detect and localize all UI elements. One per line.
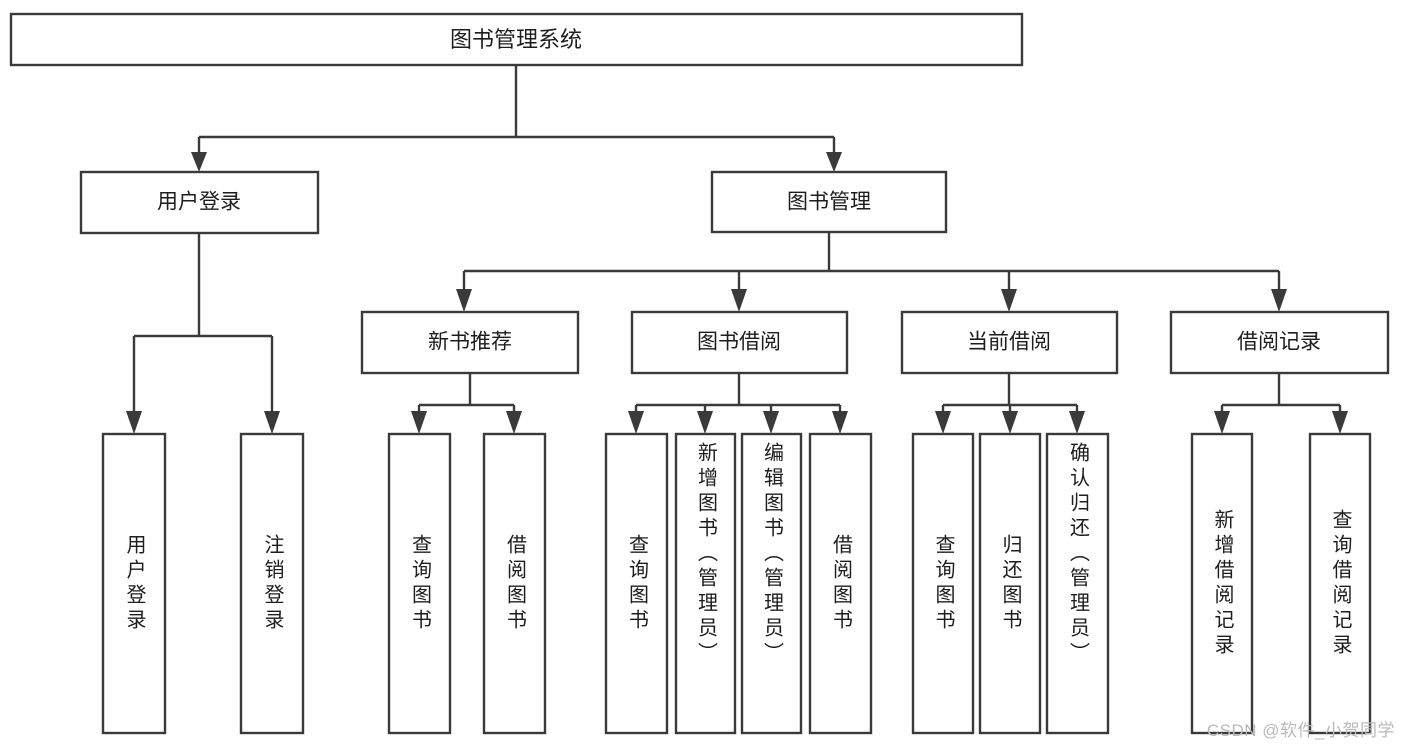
node-current-borrow-label: 当前借阅 [967, 331, 1051, 354]
leaf-book-borrow-2[interactable] [674, 432, 737, 735]
node-borrow-record-label: 借阅记录 [1237, 331, 1321, 354]
node-borrow-record[interactable]: 借阅记录 [1169, 310, 1390, 375]
arrow-current-borrow-leaf-1 [935, 411, 951, 434]
leaf-borrow-record-1[interactable] [1190, 432, 1254, 735]
node-book-management[interactable]: 图书管理 [710, 170, 948, 234]
csdn-watermark: CSDN @软件_小贺同学 [1206, 721, 1395, 740]
arrow-to-book-borrow [731, 289, 747, 312]
leaf-current-borrow-3-box[interactable] [1045, 432, 1110, 735]
arrow-book-borrow-leaf-4 [832, 411, 848, 434]
leaf-new-book-1[interactable] [387, 432, 452, 735]
leaf-current-borrow-2-box[interactable] [978, 432, 1042, 735]
arrow-current-borrow-leaf-3 [1069, 411, 1085, 434]
node-book-management-box[interactable] [710, 170, 948, 234]
leaf-new-book-1-box[interactable] [387, 432, 452, 735]
arrow-user-login-leaf-2 [264, 411, 280, 434]
leaf-new-book-2[interactable] [482, 432, 547, 735]
leaf-current-borrow-2[interactable] [978, 432, 1042, 735]
arrow-to-book-mgmt [826, 152, 842, 172]
node-root-system[interactable]: 图书管理系统 [9, 12, 1024, 67]
arrow-book-borrow-leaf-1 [628, 411, 644, 434]
leaf-user-login-1-box[interactable] [101, 432, 167, 735]
node-book-borrow-box[interactable] [630, 310, 849, 375]
connector-layer [126, 65, 1348, 434]
leaf-user-login-2[interactable] [239, 432, 305, 735]
arrow-new-books-leaf-2 [506, 411, 522, 434]
node-root-box[interactable] [9, 12, 1024, 67]
arrow-user-login-leaf-1 [126, 411, 142, 434]
leaf-borrow-record-2-box[interactable] [1308, 432, 1372, 735]
leaf-new-book-2-box[interactable] [482, 432, 547, 735]
leaf-book-borrow-2-box[interactable] [674, 432, 737, 735]
arrow-new-books-leaf-1 [411, 411, 427, 434]
leaf-book-borrow-3-box[interactable] [740, 432, 803, 735]
leaf-current-borrow-1-box[interactable] [911, 432, 975, 735]
node-user-login-box[interactable] [79, 170, 320, 235]
node-new-book-recommend[interactable]: 新书推荐 [360, 310, 580, 375]
node-user-login[interactable]: 用户登录 [79, 170, 320, 235]
node-current-borrow[interactable]: 当前借阅 [900, 310, 1119, 375]
arrow-current-borrow-leaf-2 [1002, 411, 1018, 434]
arrow-to-user-login [191, 152, 207, 172]
arrow-book-borrow-leaf-2 [697, 411, 713, 434]
leaf-borrow-record-1-box[interactable] [1190, 432, 1254, 735]
leaf-user-login-2-box[interactable] [239, 432, 305, 735]
arrow-borrow-record-leaf-2 [1332, 411, 1348, 434]
node-new-book-recommend-box[interactable] [360, 310, 580, 375]
leaf-book-borrow-4[interactable] [808, 432, 873, 735]
arrow-to-borrow-record [1271, 289, 1287, 312]
leaf-book-borrow-1[interactable] [604, 432, 669, 735]
leaf-book-borrow-1-box[interactable] [604, 432, 669, 735]
arrow-borrow-record-leaf-1 [1214, 411, 1230, 434]
leaf-book-borrow-3[interactable] [740, 432, 803, 735]
arrow-to-current-borrow [1001, 289, 1017, 312]
leaf-current-borrow-1[interactable] [911, 432, 975, 735]
node-current-borrow-box[interactable] [900, 310, 1119, 375]
arrow-book-borrow-leaf-3 [763, 411, 779, 434]
leaf-borrow-record-2[interactable] [1308, 432, 1372, 735]
node-book-borrow-label: 图书借阅 [697, 331, 781, 354]
node-book-management-label: 图书管理 [787, 191, 871, 214]
node-borrow-record-box[interactable] [1169, 310, 1390, 375]
node-root-label: 图书管理系统 [450, 27, 582, 52]
node-new-book-recommend-label: 新书推荐 [428, 331, 512, 354]
leaf-user-login-1[interactable] [101, 432, 167, 735]
leaf-book-borrow-4-box[interactable] [808, 432, 873, 735]
leaf-current-borrow-3[interactable] [1045, 432, 1110, 735]
node-book-borrow[interactable]: 图书借阅 [630, 310, 849, 375]
node-user-login-label: 用户登录 [157, 191, 241, 214]
arrow-to-new-books [456, 289, 472, 312]
